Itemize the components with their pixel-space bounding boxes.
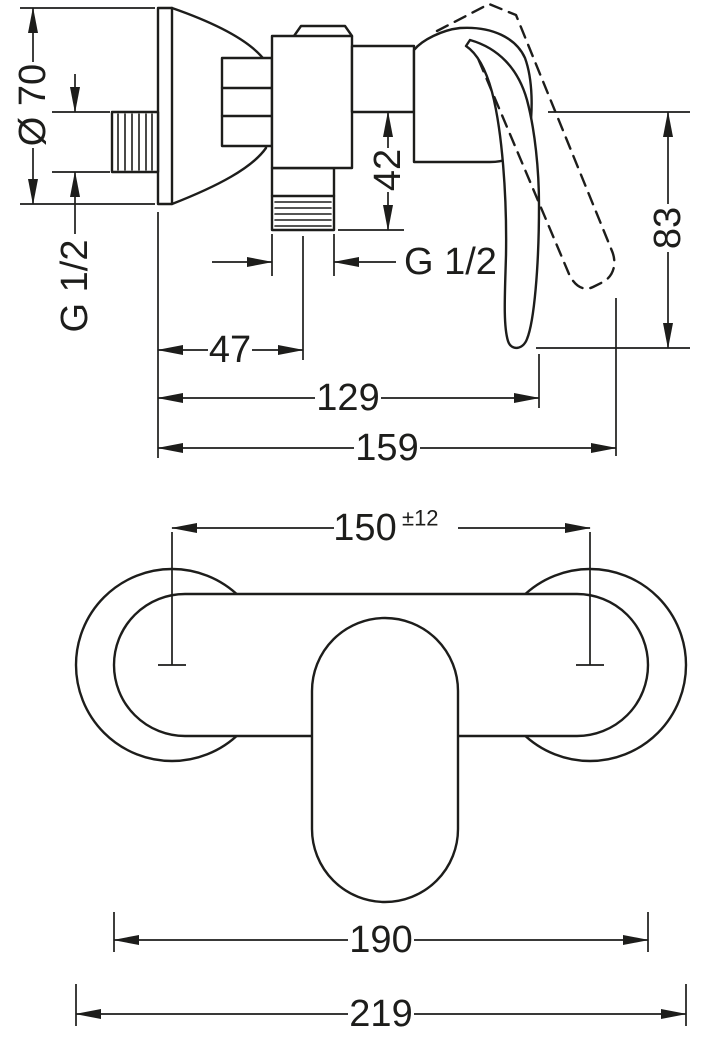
dim-label-190: 190 [349, 919, 412, 961]
inlet-thread [110, 110, 160, 174]
extension-lines [75, 984, 687, 1026]
side-view-drawing [110, 2, 616, 350]
side-view-dimensions: Ø 70 G 1/2 42 83 [12, 7, 690, 469]
valve-body [270, 34, 354, 170]
dim-label-outlet-thread: G 1/2 [404, 241, 497, 283]
dim-label-219: 219 [349, 993, 412, 1035]
handle-lever-raised-dashed [435, 2, 616, 290]
dimension-159: 159 [157, 298, 617, 469]
side-view: Ø 70 G 1/2 42 83 [12, 2, 690, 469]
front-view: 150 ±12 190 219 [74, 506, 688, 1035]
dimension-47: 47 [157, 236, 304, 371]
extension-lines [52, 111, 110, 173]
dim-label-159: 159 [355, 427, 418, 469]
handle-front [310, 616, 460, 904]
outlet-thread-hatching [274, 201, 332, 227]
cartridge-cap [292, 24, 354, 38]
extension-lines [271, 234, 335, 276]
dim-label-inlet-thread: G 1/2 [54, 240, 96, 333]
inlet-thread-hatching [117, 113, 153, 171]
front-view-dimensions: 150 ±12 190 219 [75, 506, 687, 1035]
dimension-190: 190 [113, 912, 649, 961]
dimension-inlet-thread: G 1/2 [52, 74, 110, 332]
dimension-diameter-70: Ø 70 [12, 7, 155, 205]
dim-label-47: 47 [209, 329, 251, 371]
dim-label-diameter-70: Ø 70 [12, 64, 54, 146]
dim-label-83: 83 [647, 207, 689, 249]
union-nut [220, 56, 274, 148]
dimension-129: 129 [157, 354, 540, 419]
dimension-83: 83 [536, 111, 690, 349]
dim-label-42: 42 [367, 149, 409, 191]
body-neck [350, 44, 416, 114]
extension-lines [113, 912, 649, 952]
dim-label-129: 129 [316, 377, 379, 419]
dimension-outlet-thread: G 1/2 [212, 234, 497, 283]
front-view-drawing [74, 567, 688, 904]
dim-label-150: 150 [333, 507, 396, 549]
handle-lever [464, 38, 541, 350]
dimension-42: 42 [338, 111, 409, 231]
dimension-150: 150 ±12 [158, 506, 604, 666]
extension-lines [20, 7, 155, 205]
dimension-219: 219 [75, 984, 687, 1035]
center-lines [158, 532, 604, 666]
dim-label-150-tolerance: ±12 [402, 506, 439, 531]
